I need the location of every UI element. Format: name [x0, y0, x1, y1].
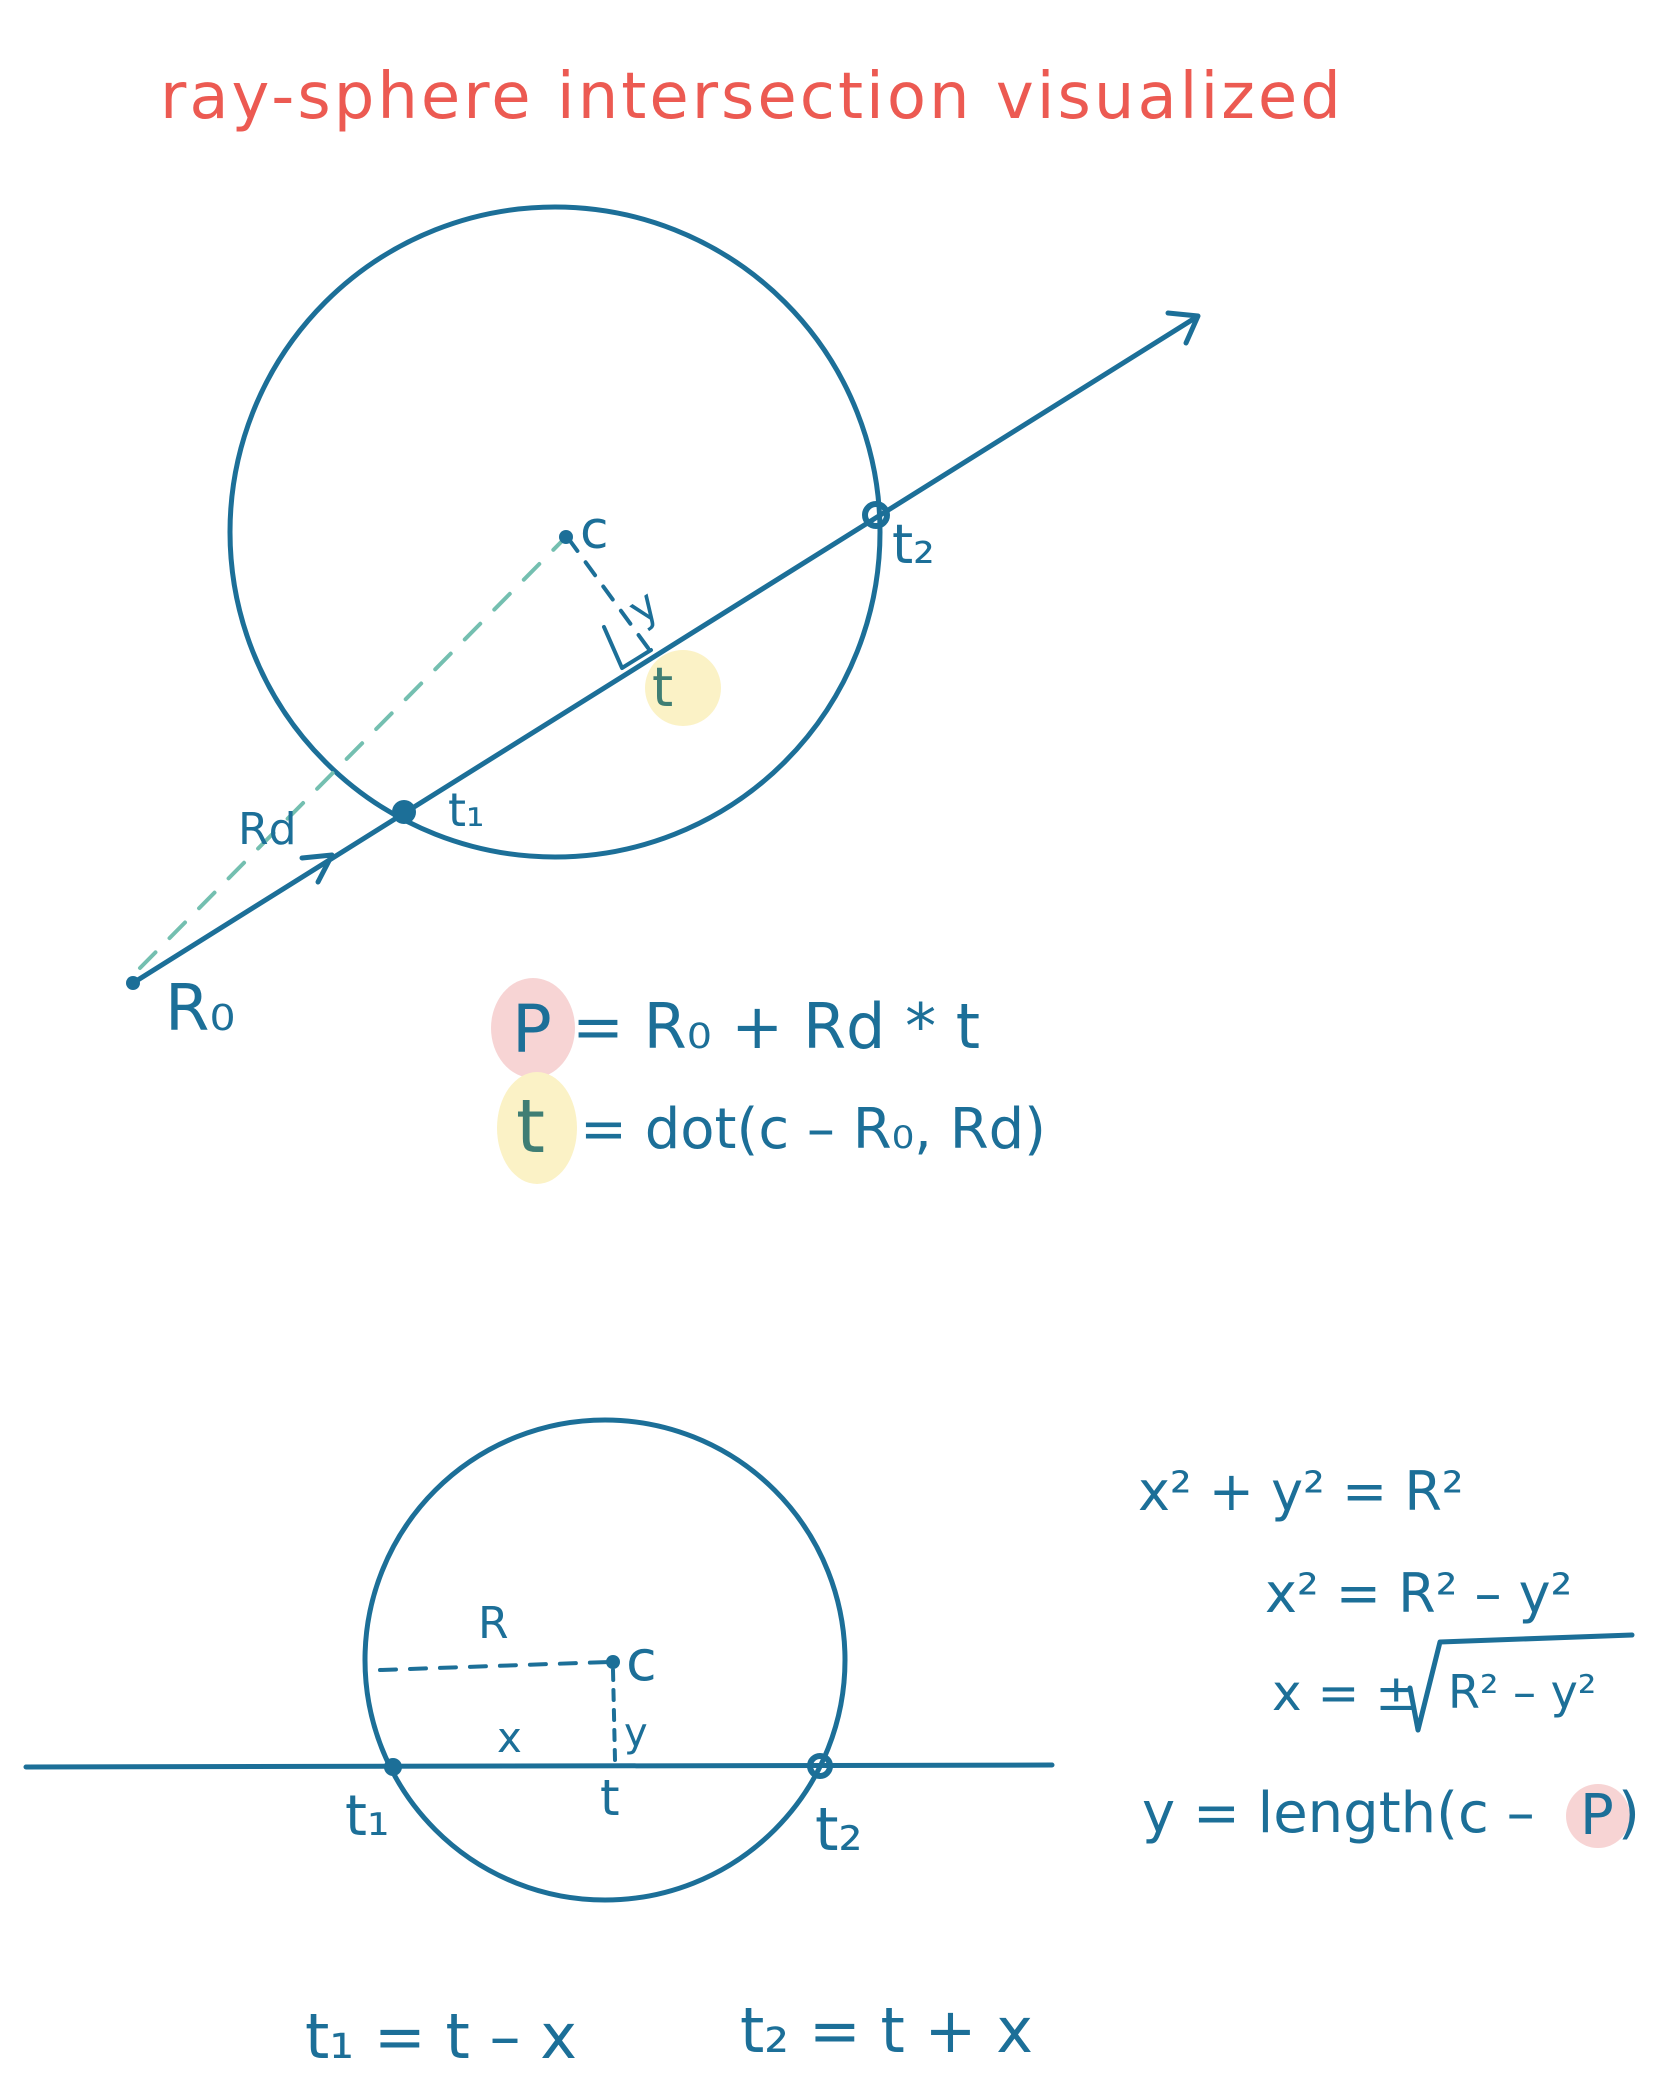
diagram-1: c t₂ y t Rd t₁ R₀ P = R₀ + Rd * t t = do…: [126, 204, 1201, 1184]
y-dashed: [566, 536, 650, 650]
r0-to-c-dashed: [138, 535, 568, 970]
eq-d-var: P: [1580, 1783, 1614, 1848]
eq-a: x² + y² = R²: [1138, 1460, 1464, 1523]
ray-line-2: [23, 1762, 1055, 1770]
eq-b: x² = R² – y²: [1265, 1562, 1572, 1625]
label-t1: t₁: [448, 783, 484, 837]
page-title: ray-sphere intersection visualized: [160, 60, 1344, 134]
r-dashed: [378, 1660, 610, 1672]
label-t2-2: t₂: [815, 1795, 863, 1865]
eq2-rhs: = dot(c – R₀, Rd): [580, 1097, 1046, 1162]
diagram-2: R c x y t t₁ t₂ x² + y² = R² x² = R² – y…: [23, 1417, 1640, 2073]
sphere-circle-2: [362, 1417, 848, 1903]
p-highlight-2: [1566, 1784, 1630, 1848]
bottom-eq-1: t₁ = t – x: [305, 2000, 577, 2073]
bottom-eq-2: t₂ = t + x: [740, 1994, 1033, 2067]
label-y: y: [619, 580, 667, 634]
label-t1-2: t₁: [345, 1784, 389, 1849]
t1-point: [392, 800, 416, 824]
t2-point: [862, 501, 890, 529]
sqrt-sign-icon: [1407, 1632, 1635, 1733]
label-x: x: [497, 1713, 522, 1762]
eq1-var: P: [512, 991, 552, 1068]
t-highlight: [645, 650, 721, 726]
label-t-2: t: [600, 1769, 620, 1827]
eq-c-rad: R² – y²: [1448, 1665, 1596, 1719]
eq-d-right: ): [1618, 1781, 1640, 1846]
eq-d-left: y = length(c –: [1142, 1781, 1535, 1846]
center-point: [559, 530, 573, 544]
t1-point-2: [384, 1758, 402, 1776]
label-r0: R₀: [165, 972, 235, 1046]
p-highlight: [491, 978, 575, 1078]
label-R: R: [478, 1598, 509, 1649]
t2-point-2: [807, 1753, 833, 1779]
eq1-rhs: = R₀ + Rd * t: [572, 990, 980, 1063]
label-y-2: y: [624, 1710, 648, 1756]
center-point-2: [606, 1655, 620, 1669]
eq-c-left: x = ±: [1272, 1664, 1417, 1722]
label-c: c: [580, 501, 609, 561]
rd-arrow-icon: [299, 852, 335, 885]
label-t2: t₂: [892, 513, 935, 576]
label-rd: Rd: [238, 804, 297, 855]
r0-point: [126, 976, 140, 990]
t-eq-highlight: [497, 1072, 577, 1184]
label-t: t: [652, 656, 673, 719]
eq2-var: t: [516, 1084, 545, 1170]
sphere-circle: [227, 204, 883, 860]
ray-arrowhead-icon: [1165, 310, 1201, 346]
ray-line: [130, 315, 1198, 986]
right-angle-marker: [602, 625, 653, 670]
y-dashed-2: [611, 1668, 617, 1762]
label-c-2: c: [626, 1629, 657, 1694]
